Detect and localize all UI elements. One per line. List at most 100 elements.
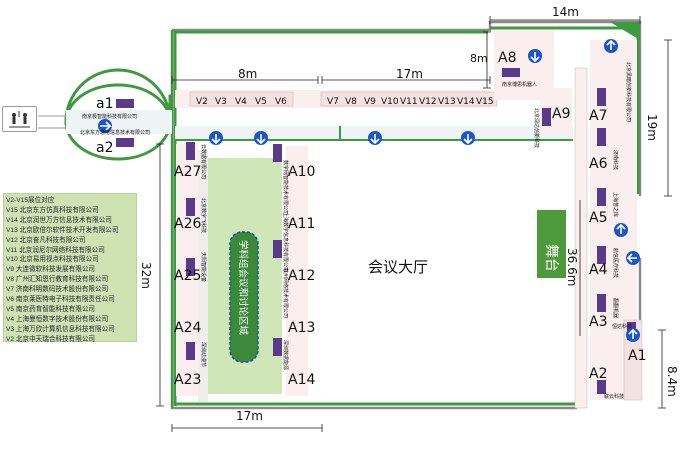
corner-triangle: [610, 22, 640, 40]
dim-bottom-17m: 17m: [236, 409, 263, 423]
legend-item: V13 北京欧倍尔软件技术开发有限公司: [6, 226, 119, 234]
v-right-4: V11: [400, 97, 418, 107]
dimension-lines: [156, 16, 672, 432]
company-a1-right: 恒达科技: [612, 323, 632, 330]
booth-a14: A14: [288, 372, 315, 388]
v-right-3: V10: [381, 97, 399, 107]
company-a3: 翻翻机器: [612, 298, 619, 318]
company-a13: 深圳数据能源: [282, 340, 289, 370]
booth-a27: A27: [174, 164, 201, 180]
booth-a7: A7: [589, 108, 607, 124]
legend-title: V2-V15展位对应: [6, 197, 55, 204]
booth-a11: A11: [288, 216, 315, 232]
legend-item: V3 上海万欣计算机信息科技有限公司: [6, 325, 115, 333]
legend-item: V7 济南科明数码技术股份有限公司: [6, 286, 109, 294]
legend-item: V6 南京莱医特电子科技有限责任公司: [6, 296, 115, 304]
v-left-4: V6: [275, 97, 287, 107]
v-right-8: V15: [476, 97, 494, 107]
booth-a5: A5: [589, 210, 607, 226]
v-left-labels: V2 V3 V4 V5 V6: [196, 97, 287, 107]
company-a7: 北京黑暗创新科技有限公司: [625, 62, 632, 122]
booth-a23: A23: [174, 372, 201, 388]
dim-top-14m: 14m: [552, 5, 579, 19]
dim-vertical-8m: 8m: [470, 52, 488, 65]
legend-item: V2 北京中天瑞合科技有限公司: [6, 335, 96, 343]
v-right-6: V13: [438, 97, 456, 107]
v-right-5: V12: [419, 97, 437, 107]
hall-label: 会议大厅: [368, 258, 428, 276]
company-a26: 北京数字飞科技: [200, 198, 207, 233]
v-right-2: V9: [364, 97, 376, 107]
company-a25: 天阳智能设备: [200, 252, 207, 282]
arrow-icon: [98, 39, 640, 342]
booth-a12: A12: [288, 268, 315, 284]
v-left-0: V2: [196, 97, 208, 107]
booth-a10: A10: [288, 164, 315, 180]
company-a2-right: 联云科技: [604, 393, 624, 400]
v-right-0: V7: [327, 97, 339, 107]
legend-item: V14 北京润世万方信息技术有限公司: [6, 216, 112, 224]
mid-booth-strip: [286, 146, 308, 396]
left-divider: [198, 150, 208, 402]
company-a5: 上海普之库: [612, 192, 619, 217]
stage: [537, 210, 566, 278]
dim-bottom-right-8-4m: 8.4m: [665, 366, 679, 397]
legend-item: V9 大连微软科技发展有限公司: [6, 266, 96, 274]
legend-item: V5 南京药育智能科技有限公司: [6, 305, 96, 313]
dim-vertical-19m: 19m: [645, 114, 659, 141]
booth-a2-top: a2: [96, 140, 114, 156]
legend-item: V11 北京润尼尔网络科技有限公司: [6, 246, 105, 254]
company-a8: 南京博思机器人: [502, 81, 537, 88]
legend-item: V12 北京奋凡科技有限公司: [6, 236, 86, 244]
booth-labels: a1 a2 A8 A9 A7 A6 A5 A4 A3 A2 A1 A10 A11…: [96, 50, 646, 388]
company-a9: 北京润达创新科技: [533, 108, 540, 148]
company-a11: 上海数字信息科技有限公司: [282, 212, 289, 272]
legend-item: V4 上海曼恒数字技术股份有限公司: [6, 315, 109, 323]
company-a24: 深圳动漫节: [200, 342, 207, 367]
company-a2: 北京东方通电信息技术有限公司: [80, 129, 150, 136]
booth-a6: A6: [589, 156, 608, 172]
booth-a8: A8: [498, 50, 516, 66]
green-stripes: [173, 26, 640, 406]
booth-a9: A9: [552, 106, 570, 122]
v-right-7: V14: [457, 97, 475, 107]
booth-a1-top: a1: [96, 96, 114, 112]
dim-stage-36-6m: 36.6m: [565, 248, 579, 286]
discussion-table: [229, 231, 259, 363]
company-a6: 济南科技: [612, 150, 619, 170]
booth-a3: A3: [589, 314, 607, 330]
right-wall-column: [574, 67, 588, 409]
arrow-glyphs: [100, 39, 638, 339]
v-right-labels: V7 V8 V9 V10 V11 V12 V13 V14 V15: [327, 97, 494, 107]
v-right-1: V8: [345, 97, 357, 107]
v-left-1: V3: [215, 97, 227, 107]
legend-item: V10 北京易用视点科技有限公司: [6, 256, 99, 264]
company-a4: 航信医疗科技: [612, 248, 619, 278]
stage-label: 舞台: [543, 244, 559, 272]
v-left-strip: [189, 91, 294, 107]
company-a1: 南京极智能科技有限公司: [82, 113, 137, 120]
booth-a26: A26: [174, 216, 201, 232]
company-a12: 杭州网络技术有限公司: [282, 268, 289, 318]
v-left-2: V4: [235, 97, 247, 107]
company-a27: 云数据有限公司: [200, 144, 207, 179]
legend-item: V15 北京东方仿真科技有限公司: [6, 206, 99, 214]
booth-a24: A24: [174, 320, 201, 336]
company-labels: 南京极智能科技有限公司 北京东方通电信息技术有限公司 北京黑暗创新科技有限公司 …: [80, 62, 632, 400]
legend-item: V8 广州汇知恩行教育科技有限公司: [6, 276, 109, 284]
discussion-label: 学科组会议和讨论区域: [237, 240, 249, 336]
booth-a4: A4: [589, 262, 608, 278]
dim-top-8m: 8m: [238, 67, 257, 81]
booth-a2: A2: [589, 366, 607, 382]
legend: V2-V15展位对应 V15 北京东方仿真科技有限公司 V14 北京润世万方信息…: [3, 193, 137, 343]
dim-vertical-32m: 32m: [139, 262, 153, 289]
booth-a1: A1: [628, 348, 646, 364]
v-left-3: V5: [255, 97, 267, 107]
dim-top-17m: 17m: [396, 67, 423, 81]
booth-a13: A13: [288, 320, 315, 336]
company-a10: 数字网智能技术有限公司: [282, 160, 289, 215]
entrance-corridor: [66, 110, 172, 134]
entrance-icon: [2, 106, 37, 132]
booth-a25: A25: [174, 268, 201, 284]
